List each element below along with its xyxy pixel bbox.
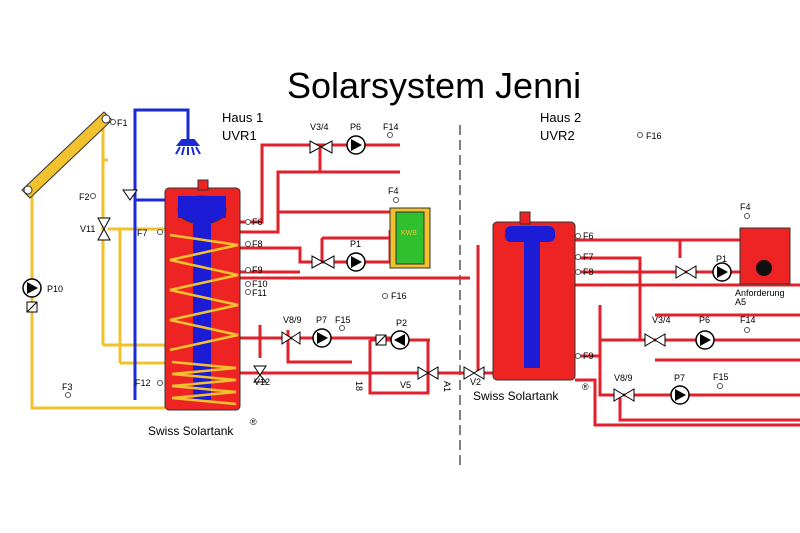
valve-v2-label: V2 [470, 377, 481, 387]
diagram-title: Solarsystem Jenni [287, 65, 581, 106]
pump-p7-h1-icon [312, 328, 332, 348]
valve-v34-h1-label: V3/4 [310, 122, 329, 132]
pump-p10-icon [22, 278, 42, 313]
sensor-h2-f8: F8 [583, 267, 594, 277]
valve-v5-label: V5 [400, 380, 411, 390]
valve-v11-label: V11 [80, 224, 95, 234]
sensor-h1-f7: F7 [137, 228, 148, 238]
sensor-h1-f1: F1 [117, 118, 128, 128]
pump-p7-h1-label: P7 [316, 315, 327, 325]
valve-v89-h1-label: V8/9 [283, 315, 302, 325]
request-unit [739, 227, 791, 285]
sensor-h2-f14: F14 [740, 315, 756, 325]
sensor-h2-f4: F4 [740, 202, 751, 212]
sensor-icons [65, 119, 750, 398]
sensor-h1-f4: F4 [388, 186, 399, 196]
sensor-h1-f3: F3 [62, 382, 73, 392]
sensor-h1-f10: F10 [252, 279, 268, 289]
valve-v89-h2-label: V8/9 [614, 373, 633, 383]
pump-p2-icon [375, 330, 410, 350]
valve-icons [97, 140, 697, 402]
sensor-h1-f12: F12 [135, 378, 151, 388]
pump-p10-label: P10 [47, 284, 63, 294]
pump-p6-h2-icon [695, 330, 715, 350]
request-label-1: Anforderung [735, 288, 785, 298]
pump-p7-h2-label: P7 [674, 373, 685, 383]
sensor-h1-f8: F8 [252, 239, 263, 249]
tank2-brand: Swiss Solartank [473, 389, 559, 403]
pump-p1-h1-icon [346, 252, 366, 272]
sensor-h2-f15: F15 [713, 372, 729, 382]
solar-loop [30, 120, 165, 410]
sensor-h1-f9: F9 [252, 265, 263, 275]
sensor-h1-f14: F14 [383, 122, 399, 132]
tank1-brand: Swiss Solartank [148, 424, 234, 438]
sensor-h2-f9: F9 [583, 351, 594, 361]
tank1 [164, 179, 241, 411]
kwb-label: KWB [401, 230, 417, 237]
tank2-brand-mark: ® [582, 382, 589, 392]
sensor-h2-f6: F6 [583, 231, 594, 241]
pump-p7-h2-icon [670, 385, 690, 405]
house1-controller: UVR1 [222, 128, 257, 143]
pump-p1-h2-icon [712, 262, 732, 282]
pump-p6-h2-label: P6 [699, 315, 710, 325]
solar-collector [21, 111, 113, 199]
tank1-brand-mark: ® [250, 417, 257, 427]
house2-pipes [476, 238, 800, 427]
house2-name: Haus 2 [540, 110, 581, 125]
sensor-h1-f16: F16 [391, 291, 407, 301]
sensor-h1-f6: F6 [252, 217, 263, 227]
kwb-boiler [389, 207, 431, 269]
flow-label-a: 18 [354, 381, 364, 391]
sensor-h1-f2: F2 [79, 192, 90, 202]
pump-p1-h2-label: P1 [716, 254, 727, 264]
sensor-h2-f16: F16 [646, 131, 662, 141]
house1-name: Haus 1 [222, 110, 263, 125]
flow-label-b: A1 [442, 381, 452, 392]
house2-controller: UVR2 [540, 128, 575, 143]
tank2 [492, 211, 576, 381]
valve-v12-label: V12 [254, 377, 270, 387]
sensor-h2-f7: F7 [583, 252, 594, 262]
valve-v34-h2-label: V3/4 [652, 315, 671, 325]
sensor-h1-f15: F15 [335, 315, 351, 325]
pump-p6-h1-icon [346, 135, 366, 155]
pump-p2-label: P2 [396, 318, 407, 328]
cold-water-line [133, 108, 190, 400]
shower-head-icon [175, 139, 201, 156]
pump-p6-h1-label: P6 [350, 122, 361, 132]
pump-p1-h1-label: P1 [350, 239, 361, 249]
request-label-2: A5 [735, 297, 746, 307]
sensor-h1-f11: F11 [252, 288, 267, 298]
